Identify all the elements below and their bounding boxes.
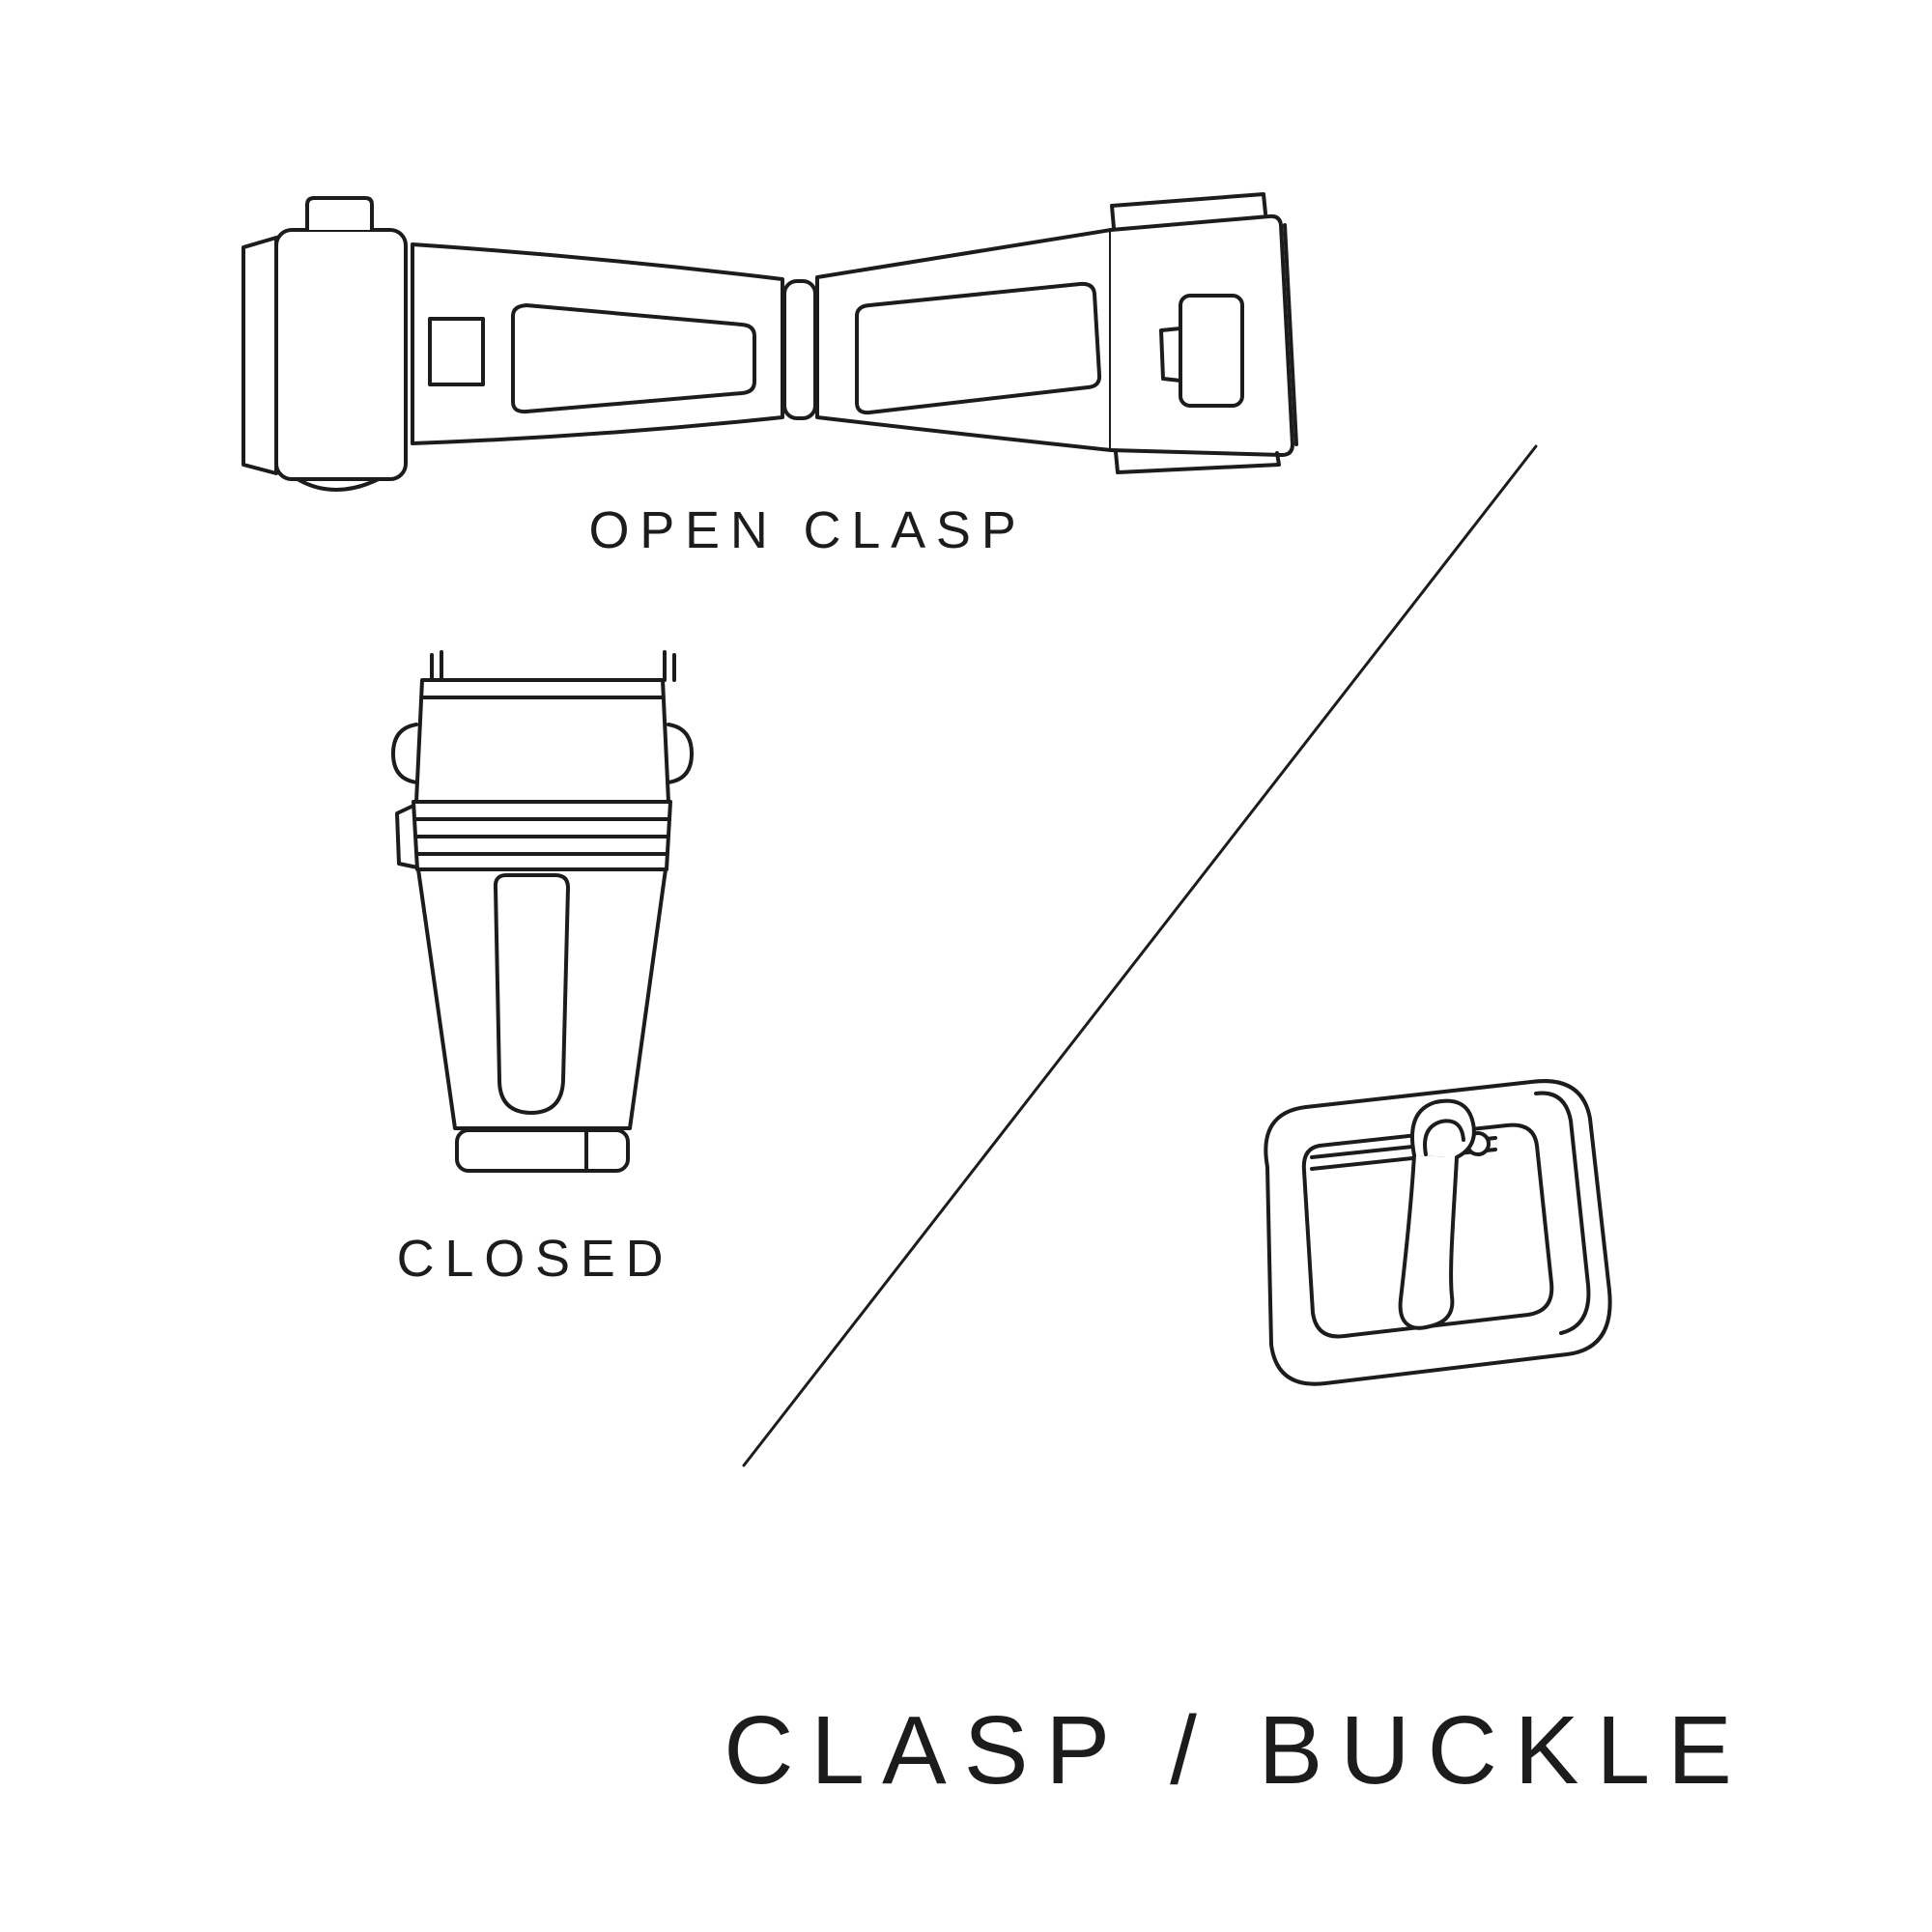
closed-label: CLOSED xyxy=(396,1230,674,1288)
divider-line xyxy=(742,444,1538,1467)
open-clasp-label: OPEN CLASP xyxy=(588,501,1027,559)
open-clasp-illustration xyxy=(242,192,1298,492)
tang-buckle-illustration xyxy=(1264,1079,1612,1386)
diagram-title: CLASP / BUCKLE xyxy=(724,1696,1749,1804)
closed-clasp-illustration xyxy=(391,650,694,1173)
